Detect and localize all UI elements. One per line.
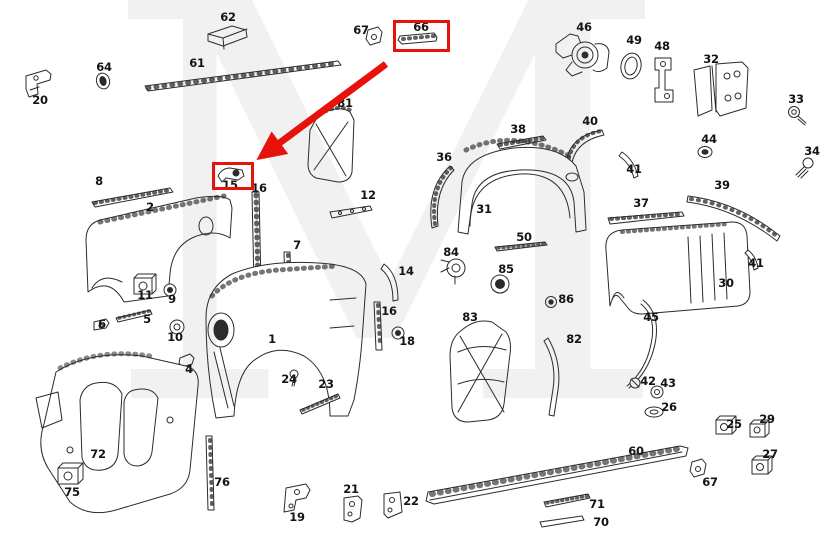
part-64-drawing xyxy=(95,72,111,90)
part-49-drawing xyxy=(620,52,642,80)
part-9-drawing xyxy=(163,283,177,297)
part-34-drawing xyxy=(795,157,814,179)
part-70-drawing xyxy=(539,515,585,528)
part-40-drawing xyxy=(565,129,605,164)
part-25-drawing xyxy=(715,415,737,435)
part-10-drawing xyxy=(169,319,185,335)
part-23-drawing xyxy=(299,393,341,415)
part-86-drawing xyxy=(545,296,557,308)
part-62-drawing xyxy=(207,25,248,50)
part-32-drawing xyxy=(693,61,749,117)
part-4-drawing xyxy=(178,353,195,368)
part-14-drawing xyxy=(380,263,399,302)
part-43-drawing xyxy=(650,385,664,399)
part-60-drawing xyxy=(425,445,689,505)
part-20-drawing xyxy=(25,69,52,98)
part-50-drawing xyxy=(494,241,548,252)
part-75-drawing xyxy=(57,462,84,485)
part-15-drawing xyxy=(217,167,245,183)
part-22-drawing xyxy=(383,491,403,519)
part-84-drawing xyxy=(440,258,466,285)
part-37-drawing xyxy=(607,211,685,225)
part-1-drawing xyxy=(205,261,367,419)
part-12-drawing xyxy=(329,205,373,219)
part-41-upper-drawing xyxy=(618,151,639,179)
part-41-right-drawing xyxy=(744,249,759,271)
part-72-drawing xyxy=(35,351,199,514)
part-30-drawing xyxy=(605,221,751,315)
part-85-drawing xyxy=(490,274,510,294)
part-46-drawing xyxy=(555,33,610,77)
part-19-drawing xyxy=(283,483,311,513)
part-21-drawing xyxy=(343,495,363,523)
part-66-drawing xyxy=(397,32,438,45)
part-76-drawing xyxy=(205,435,215,511)
part-5-drawing xyxy=(115,309,153,323)
part-24-drawing xyxy=(289,369,299,387)
part-83-drawing xyxy=(449,320,511,423)
part-8-drawing xyxy=(91,187,174,208)
part-82-drawing xyxy=(543,337,560,417)
part-61-drawing xyxy=(144,60,342,92)
part-67-bottom-drawing xyxy=(689,458,707,478)
part-36-drawing xyxy=(430,165,455,229)
part-26-drawing xyxy=(644,406,664,418)
part-81-drawing xyxy=(307,105,355,183)
part-31-drawing xyxy=(457,137,587,235)
part-29-drawing xyxy=(749,419,770,438)
part-45-drawing xyxy=(626,299,657,389)
part-42-drawing xyxy=(629,377,641,389)
part-39-drawing xyxy=(686,195,781,242)
part-33-drawing xyxy=(788,106,807,126)
part-11-drawing xyxy=(133,273,157,295)
part-44-drawing xyxy=(697,146,713,158)
part-18-drawing xyxy=(391,326,405,340)
part-16-lower-drawing xyxy=(373,301,383,351)
part-48-drawing xyxy=(654,57,674,103)
part-27-drawing xyxy=(751,455,773,475)
part-2-drawing xyxy=(85,193,233,303)
part-6-drawing xyxy=(93,318,110,331)
part-71-drawing xyxy=(543,493,591,508)
part-67-top-drawing xyxy=(365,26,383,46)
